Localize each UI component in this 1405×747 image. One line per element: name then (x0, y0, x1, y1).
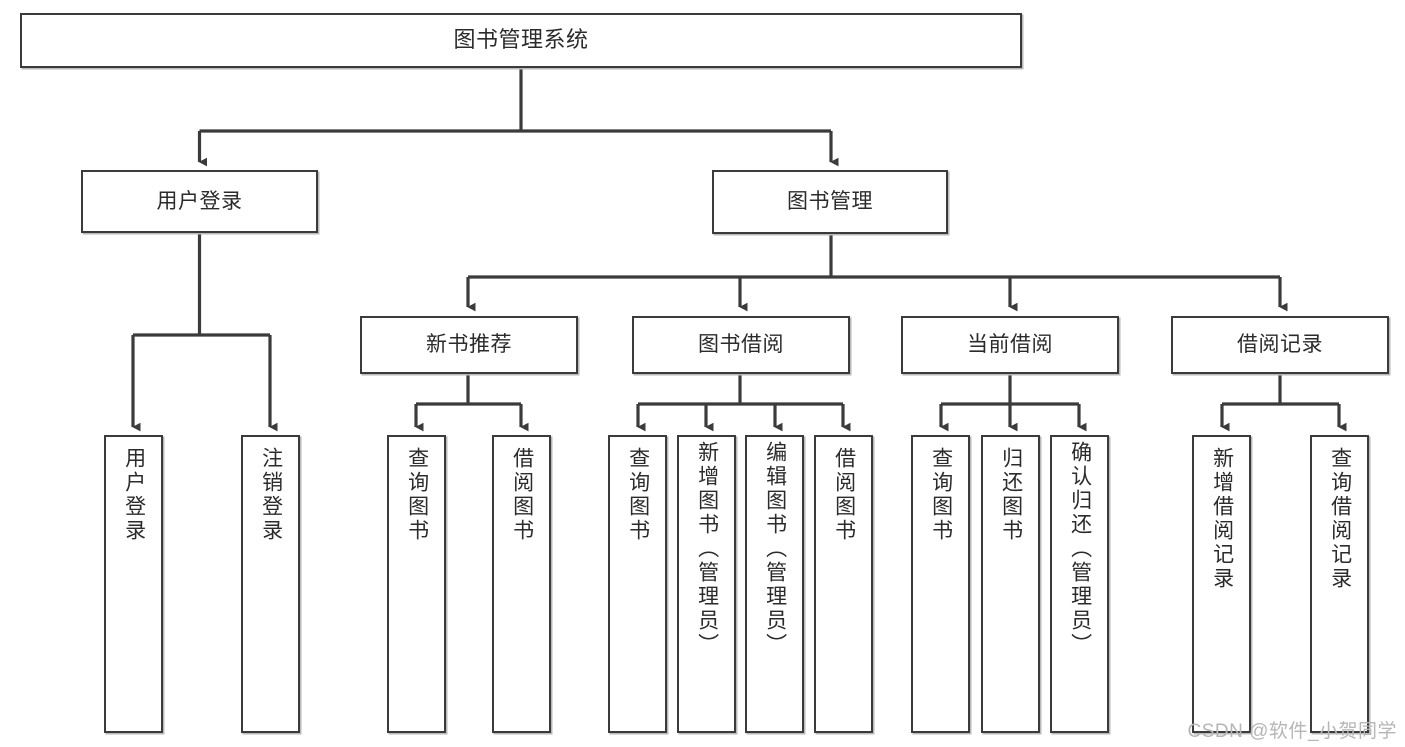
node-label: 借阅图书 (832, 447, 856, 543)
node-label: 新书推荐 (426, 333, 512, 357)
node-label: 查询借阅记录 (1328, 447, 1352, 591)
leaf-borrow-book-1[interactable]: 借阅图书 (492, 435, 551, 733)
leaf-confirm-return[interactable]: 确认归还（管理员） (1050, 435, 1109, 733)
node-label: 归还图书 (999, 447, 1023, 543)
leaf-query-book-3[interactable]: 查询图书 (911, 435, 970, 733)
node-user-login[interactable]: 用户登录 (81, 170, 318, 233)
node-root-system[interactable]: 图书管理系统 (20, 13, 1022, 68)
leaf-add-book[interactable]: 新增图书（管理员） (677, 435, 736, 733)
node-label: 用户登录 (156, 189, 243, 213)
leaf-return-book[interactable]: 归还图书 (981, 435, 1040, 733)
node-label: 当前借阅 (967, 333, 1053, 357)
node-label: 查询图书 (929, 447, 953, 543)
node-label: 新增借阅记录 (1210, 447, 1234, 591)
watermark-text: CSDN @软件_小贺同学 (1187, 721, 1397, 742)
leaf-query-record[interactable]: 查询借阅记录 (1310, 435, 1369, 733)
leaf-user-login[interactable]: 用户登录 (104, 435, 163, 733)
node-label: 图书借阅 (698, 333, 784, 357)
node-new-book-recommend[interactable]: 新书推荐 (360, 316, 578, 374)
node-book-borrow[interactable]: 图书借阅 (632, 316, 850, 374)
node-label: 图书管理系统 (453, 27, 589, 53)
leaf-logout-login[interactable]: 注销登录 (241, 435, 300, 733)
leaf-query-book-1[interactable]: 查询图书 (387, 435, 446, 733)
leaf-borrow-book-2[interactable]: 借阅图书 (814, 435, 873, 733)
node-label: 借阅记录 (1237, 333, 1323, 357)
node-label: 编辑图书（管理员） (763, 441, 787, 657)
node-current-borrow[interactable]: 当前借阅 (901, 316, 1119, 374)
leaf-query-book-2[interactable]: 查询图书 (608, 435, 667, 733)
leaf-edit-book[interactable]: 编辑图书（管理员） (745, 435, 804, 733)
node-label: 借阅图书 (510, 447, 534, 543)
node-label: 注销登录 (259, 447, 283, 543)
node-label: 查询图书 (405, 447, 429, 543)
node-label: 用户登录 (122, 447, 146, 543)
node-label: 新增图书（管理员） (695, 441, 719, 657)
leaf-add-record[interactable]: 新增借阅记录 (1192, 435, 1251, 733)
node-borrow-record[interactable]: 借阅记录 (1171, 316, 1389, 374)
node-label: 查询图书 (626, 447, 650, 543)
node-book-manage[interactable]: 图书管理 (712, 170, 948, 234)
node-label: 确认归还（管理员） (1068, 441, 1092, 657)
node-label: 图书管理 (787, 190, 873, 214)
